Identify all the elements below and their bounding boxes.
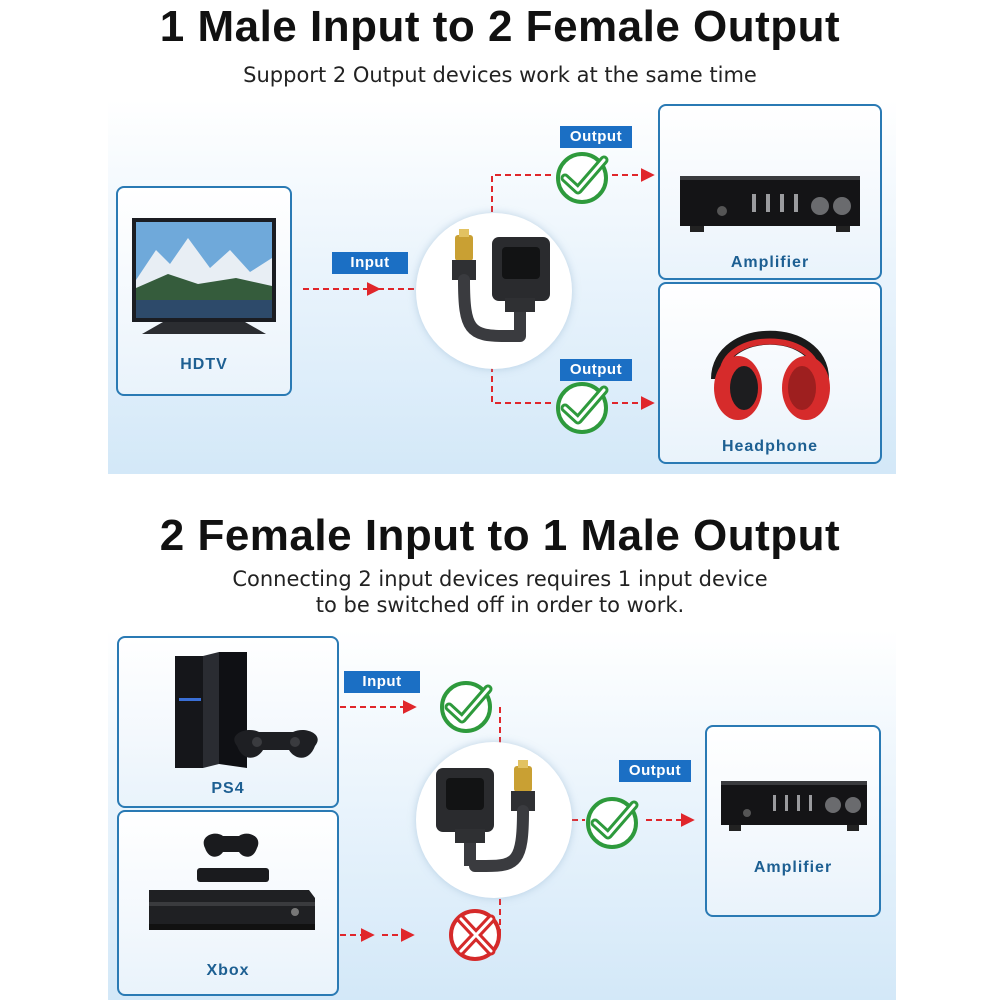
section1-subtitle: Support 2 Output devices work at the sam… bbox=[243, 63, 757, 87]
section2-title: 2 Female Input to 1 Male Output bbox=[159, 511, 841, 560]
tv-icon bbox=[132, 218, 276, 334]
headphone-card: Headphone bbox=[658, 282, 882, 464]
amplifier-card: Amplifier bbox=[658, 104, 882, 280]
headphone-icon bbox=[711, 330, 830, 420]
ps4-console-icon bbox=[175, 652, 318, 768]
amplifier-card: Amplifier bbox=[705, 725, 881, 917]
amplifier-label: Amplifier bbox=[730, 254, 810, 271]
section2-subtitle-line2: to be switched off in order to work. bbox=[315, 593, 685, 617]
section1-title: 1 Male Input to 2 Female Output bbox=[159, 2, 841, 51]
amplifier-label: Amplifier bbox=[753, 859, 833, 876]
input-tag: Input bbox=[332, 252, 408, 274]
xbox-console-icon bbox=[149, 833, 315, 930]
amplifier-icon bbox=[721, 781, 867, 831]
ps4-card: PS4 bbox=[117, 636, 339, 808]
output-tag-bottom: Output bbox=[560, 359, 632, 381]
output-tag-top: Output bbox=[560, 126, 632, 148]
hdtv-card: HDTV bbox=[116, 186, 292, 396]
xbox-label: Xbox bbox=[206, 962, 250, 979]
input-tag: Input bbox=[344, 671, 420, 693]
hdtv-label: HDTV bbox=[180, 356, 228, 373]
ps4-label: PS4 bbox=[211, 780, 245, 797]
amplifier-icon bbox=[680, 176, 860, 232]
headphone-label: Headphone bbox=[721, 438, 819, 455]
section2-subtitle-line1: Connecting 2 input devices requires 1 in… bbox=[232, 567, 768, 591]
xbox-card: Xbox bbox=[117, 810, 339, 996]
output-tag: Output bbox=[619, 760, 691, 782]
